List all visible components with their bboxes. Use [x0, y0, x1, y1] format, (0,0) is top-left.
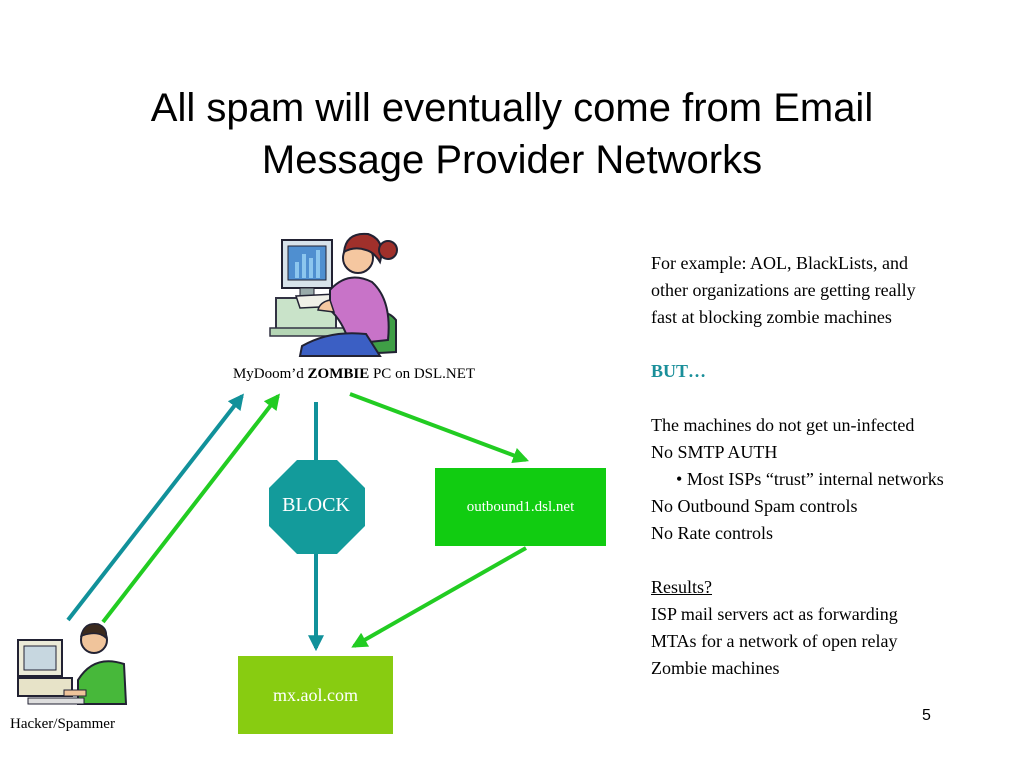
text-line: MTAs for a network of open relay [651, 631, 898, 651]
text-line: Zombie machines [651, 658, 780, 678]
arrow-outbound-to-mx [351, 546, 527, 648]
text-line: No SMTP AUTH [651, 442, 778, 462]
text-line: other organizations are getting really [651, 280, 916, 300]
outbound-server-label: outbound1.dsl.net [466, 498, 575, 515]
block-label: BLOCK [282, 494, 350, 516]
but-heading: BUT… [651, 361, 707, 381]
hacker-illustration [17, 623, 128, 705]
hacker-label: Hacker/Spammer [10, 716, 115, 732]
title-line-1: All spam will eventually come from Email [150, 86, 874, 130]
slide-title: All spam will eventually come from Email… [0, 82, 1024, 186]
page-number: 5 [922, 707, 931, 724]
arrow-zombie-to-outbound [349, 392, 529, 463]
zombie-pc-illustration [269, 232, 398, 357]
text-line: For example: AOL, BlackLists, and [651, 253, 908, 273]
mx-server-box: mx.aol.com [238, 656, 393, 734]
outbound-server-box: outbound1.dsl.net [435, 468, 606, 546]
text-line: No Rate controls [651, 523, 773, 543]
results-heading: Results? [651, 577, 712, 597]
zombie-pc-label: MyDoom’d ZOMBIE PC on DSL.NET [232, 366, 476, 382]
text-line: The machines do not get un-infected [651, 415, 915, 435]
text-line: No Outbound Spam controls [651, 496, 858, 516]
text-line: ISP mail servers act as forwarding [651, 604, 898, 624]
title-line-2: Message Provider Networks [261, 138, 763, 182]
text-line: fast at blocking zombie machines [651, 307, 892, 327]
block-octagon [269, 460, 365, 554]
mx-server-label: mx.aol.com [273, 684, 358, 705]
bullet-item: • Most ISPs “trust” internal networks [676, 469, 944, 489]
text-panel: For example: AOL, BlackLists, and other … [651, 250, 1011, 682]
arrow-hacker-to-zombie-green [101, 393, 280, 624]
arrow-hacker-to-zombie-teal [66, 393, 244, 622]
